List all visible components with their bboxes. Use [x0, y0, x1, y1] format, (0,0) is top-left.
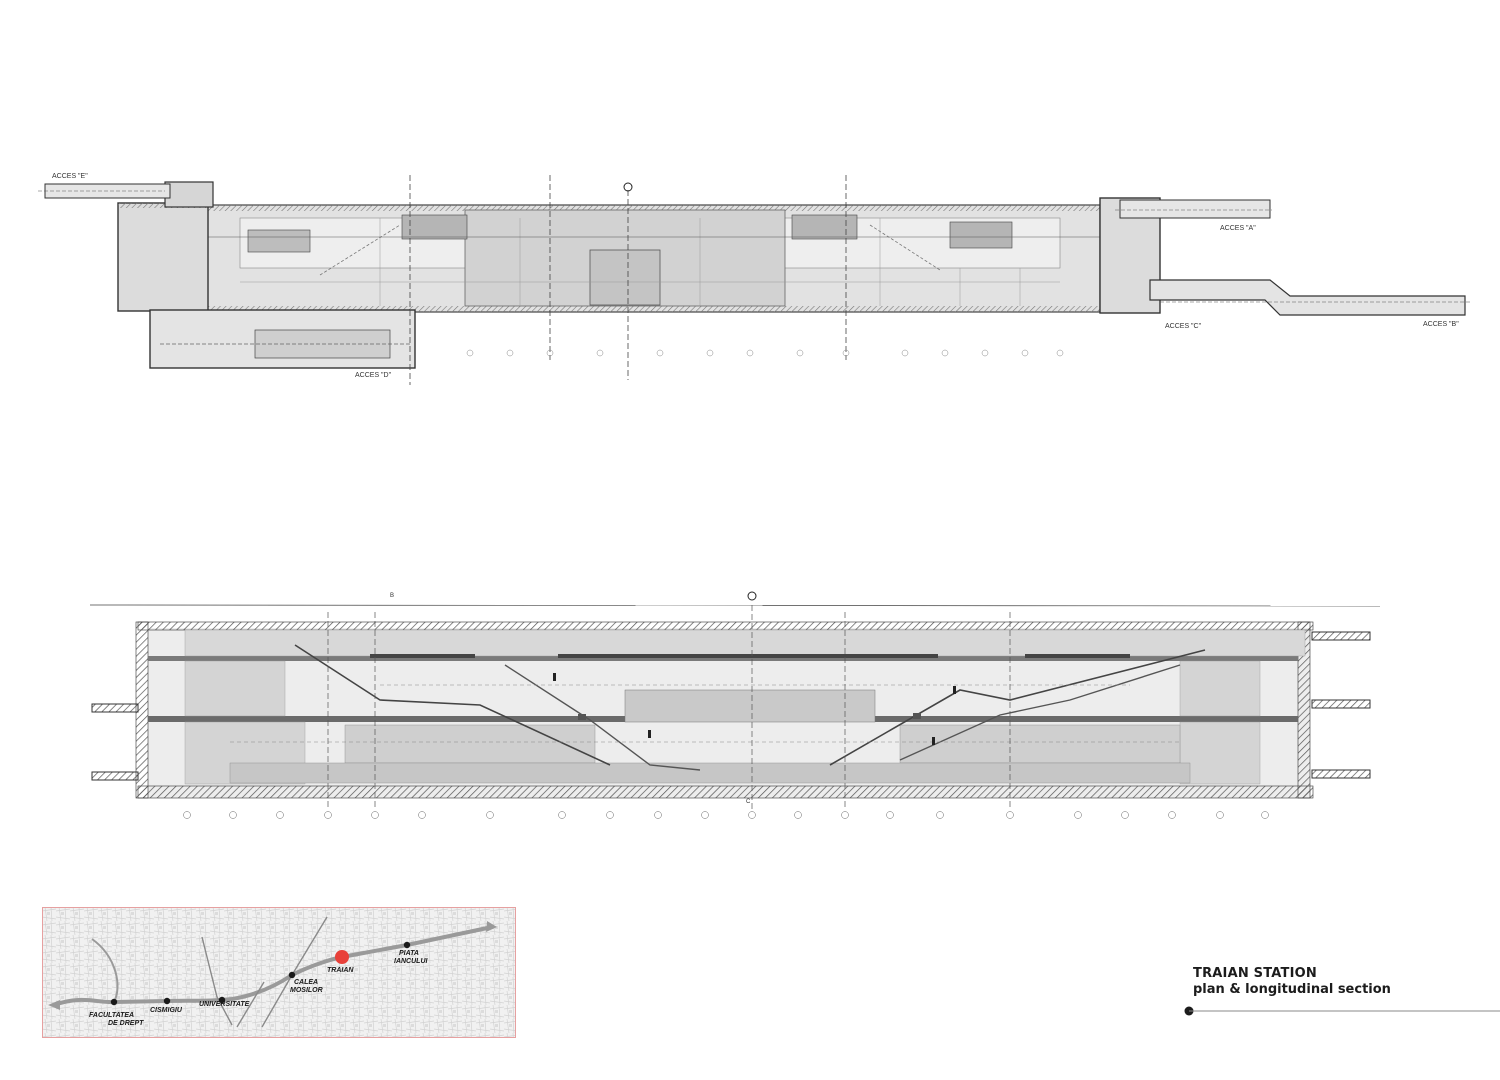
station-label-cismigiu: CISMIGIU — [150, 1007, 183, 1014]
drawing-title: TRAIAN STATION — [1193, 966, 1317, 981]
metro-line-route — [52, 925, 494, 1007]
line-end-arrow-right — [486, 921, 497, 932]
station-plan-drawing: ACCES "E" ACCES "A" ACCES "C" ACCES "B" … — [38, 173, 1470, 385]
title-block: TRAIAN STATION plan & longitudinal secti… — [1193, 966, 1493, 997]
crossing-line-2 — [201, 936, 233, 1026]
station-label-universitate: UNIVERSITATE — [199, 1001, 250, 1008]
station-label-traian: TRAIAN — [327, 967, 354, 974]
metro-location-map: FACULTATEA DE DREPT CISMIGIU UNIVERSITAT… — [42, 907, 516, 1038]
station-label-calea-1: CALEA — [294, 979, 318, 986]
plan-main-hall — [204, 204, 1101, 313]
line-end-arrow-left — [48, 1000, 60, 1010]
drawing-subtitle: plan & longitudinal section — [1193, 982, 1391, 997]
longitudinal-section-drawing: B — [89, 591, 1381, 819]
access-b-label: ACCES "B" — [1423, 321, 1459, 328]
access-d-label: ACCES "D" — [355, 372, 392, 379]
access-c-label: ACCES "C" — [1165, 323, 1202, 330]
plan-right-block — [1099, 197, 1470, 316]
station-label-piata-2: IANCULUI — [394, 958, 428, 965]
station-label-calea-2: MOSILOR — [290, 987, 323, 994]
section-tunnels — [91, 631, 1371, 781]
access-a-label: ACCES "A" — [1220, 225, 1256, 232]
crossing-line-1 — [91, 938, 119, 1003]
access-e-label: ACCES "E" — [52, 173, 88, 180]
traian-station-marker — [335, 950, 349, 964]
station-label-facultatea-2: DE DREPT — [108, 1020, 144, 1027]
section-mark-b: B — [390, 593, 394, 599]
station-label-facultatea-1: FACULTATEA — [89, 1012, 134, 1019]
plan-left-block — [38, 181, 416, 369]
title-underline — [1184, 1006, 1500, 1016]
crossing-line-3 — [236, 981, 265, 1028]
section-box — [135, 621, 1314, 799]
station-label-piata-1: PIATA — [399, 950, 419, 957]
section-mark-c: C — [746, 799, 751, 805]
